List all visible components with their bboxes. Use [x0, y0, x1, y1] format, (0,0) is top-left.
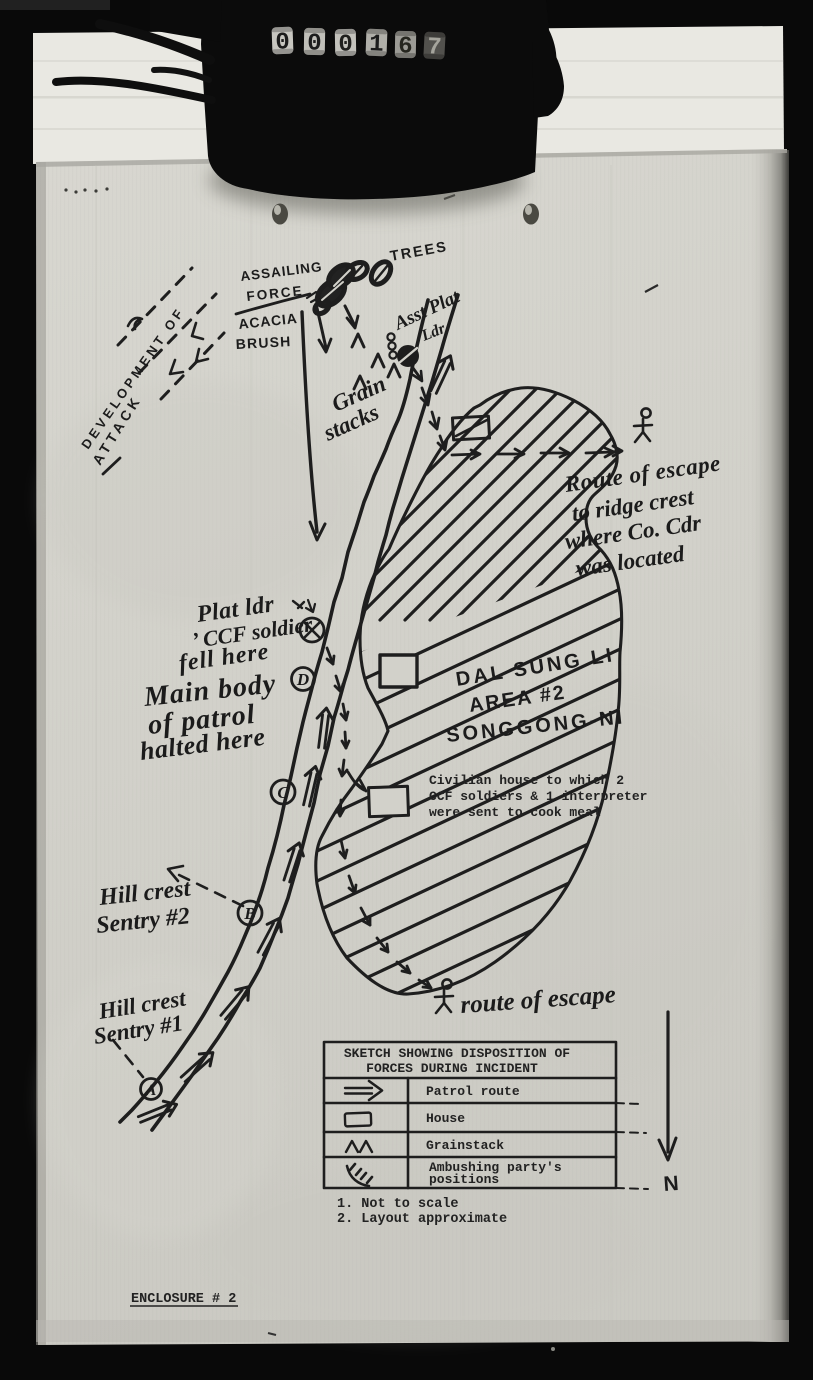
svg-text:Grainstack: Grainstack — [426, 1138, 504, 1153]
svg-text:1. Not to scale: 1. Not to scale — [337, 1197, 459, 1212]
svg-text:N: N — [663, 1172, 680, 1196]
svg-text:SKETCH SHOWING DISPOSITION OF: SKETCH SHOWING DISPOSITION OF — [344, 1046, 570, 1061]
svg-text:BRUSH: BRUSH — [235, 333, 292, 352]
svg-text:2. Layout approximate: 2. Layout approximate — [337, 1212, 507, 1227]
svg-text:1: 1 — [369, 31, 384, 58]
svg-text:CCF soldiers & 1 interpreter: CCF soldiers & 1 interpreter — [429, 789, 647, 804]
svg-text:FORCES DURING INCIDENT: FORCES DURING INCIDENT — [366, 1061, 538, 1076]
svg-text:A: A — [145, 1082, 157, 1099]
svg-text:7: 7 — [426, 34, 442, 62]
svg-text:ENCLOSURE # 2: ENCLOSURE # 2 — [131, 1292, 236, 1307]
svg-text:B: B — [243, 904, 255, 923]
svg-text:were sent to cook meal: were sent to cook meal — [429, 805, 601, 820]
svg-text:FORCE: FORCE — [246, 283, 305, 304]
svg-text:positions: positions — [429, 1172, 499, 1187]
svg-text:Patrol route: Patrol route — [426, 1084, 520, 1099]
svg-text:C: C — [277, 783, 289, 802]
svg-text:0: 0 — [338, 31, 353, 58]
svg-text:D: D — [296, 670, 309, 689]
svg-text:6: 6 — [398, 33, 413, 60]
svg-text:ACACIA: ACACIA — [238, 310, 299, 332]
svg-text:House: House — [426, 1111, 465, 1126]
svg-text:Ambushing party's: Ambushing party's — [429, 1160, 562, 1175]
svg-text:Civilian house to which 2: Civilian house to which 2 — [429, 773, 624, 788]
svg-text:0: 0 — [307, 30, 322, 57]
svg-text:0: 0 — [275, 29, 290, 56]
